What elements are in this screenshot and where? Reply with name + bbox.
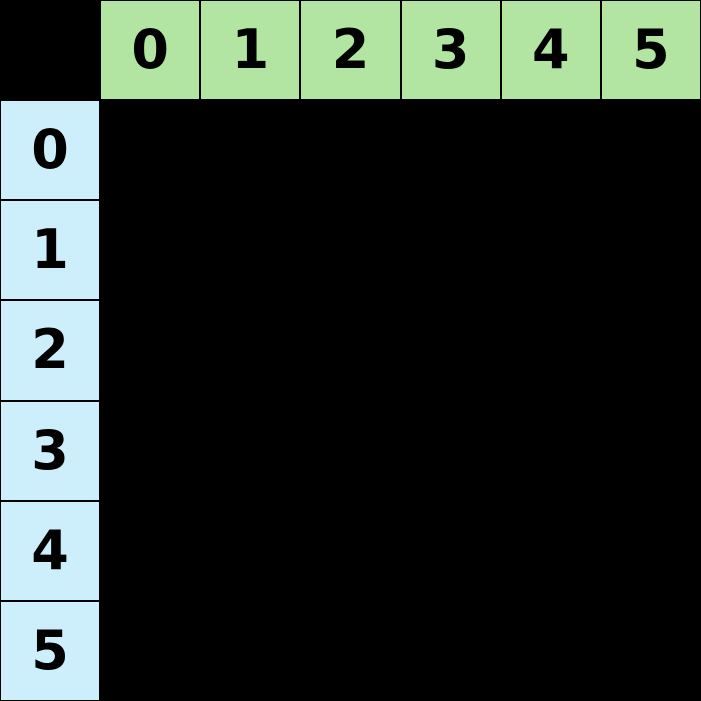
grid-cell: [400, 400, 501, 501]
grid-cell: [500, 500, 601, 601]
row-header-2: 2: [0, 300, 101, 401]
grid-cell: [500, 300, 601, 401]
grid-cell: [300, 300, 401, 401]
row-header-5: 5: [0, 600, 101, 701]
grid-cell: [400, 600, 501, 701]
col-header-5: 5: [600, 0, 701, 101]
row-header-0: 0: [0, 100, 101, 201]
grid-cell: [300, 400, 401, 501]
col-header-2: 2: [300, 0, 401, 101]
row-header-1: 1: [0, 200, 101, 301]
grid-cell: [400, 300, 501, 401]
grid-cell: [200, 500, 301, 601]
grid-cell: [600, 200, 701, 301]
col-header-0: 0: [100, 0, 201, 101]
grid-cell: [100, 400, 201, 501]
grid-cell: [200, 600, 301, 701]
grid-cell: [100, 500, 201, 601]
grid-cell: [300, 600, 401, 701]
grid-cell: [500, 200, 601, 301]
row-header-4: 4: [0, 500, 101, 601]
grid-cell: [600, 300, 701, 401]
grid-cell: [100, 300, 201, 401]
grid-cell: [500, 100, 601, 201]
row-header-3: 3: [0, 400, 101, 501]
grid-cell: [600, 600, 701, 701]
col-header-4: 4: [500, 0, 601, 101]
corner-cell: [0, 0, 101, 101]
grid-cell: [400, 100, 501, 201]
grid-cell: [200, 400, 301, 501]
col-header-1: 1: [200, 0, 301, 101]
grid-cell: [600, 500, 701, 601]
grid-cell: [200, 200, 301, 301]
grid-cell: [200, 300, 301, 401]
grid-cell: [500, 400, 601, 501]
col-header-3: 3: [400, 0, 501, 101]
grid-cell: [100, 100, 201, 201]
grid-cell: [300, 500, 401, 601]
grid-cell: [300, 100, 401, 201]
grid-cell: [200, 100, 301, 201]
grid-cell: [300, 200, 401, 301]
grid-cell: [100, 600, 201, 701]
grid-cell: [600, 100, 701, 201]
grid-cell: [400, 200, 501, 301]
grid-cell: [500, 600, 601, 701]
grid-cell: [600, 400, 701, 501]
grid-cell: [400, 500, 501, 601]
grid-cell: [100, 200, 201, 301]
